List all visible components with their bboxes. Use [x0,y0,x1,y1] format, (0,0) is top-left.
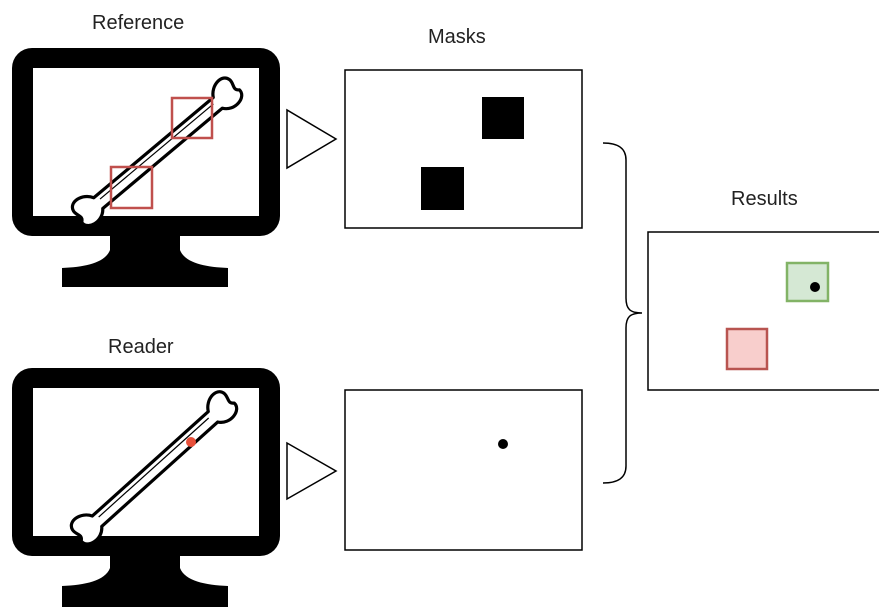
reference-box-bottom [109,165,154,210]
reference-box-top [170,96,214,140]
play-arrow-icon [286,108,338,170]
results-label: Results [731,188,798,210]
curly-brace-icon [602,142,643,484]
reference-label: Reference [92,12,185,34]
masks-panel-reader [344,389,583,551]
result-miss-box [725,327,769,371]
play-arrow-icon [286,441,338,501]
monitor-stand [62,550,228,607]
reader-point-dot [498,439,508,449]
mask-square-bottom [421,167,464,210]
monitor-stand [62,232,228,287]
result-hit-dot [810,282,820,292]
reader-label: Reader [108,336,174,358]
reader-point-marker [186,437,196,447]
result-hit-box [785,261,830,303]
masks-label: Masks [428,26,486,48]
mask-square-top [482,97,524,139]
